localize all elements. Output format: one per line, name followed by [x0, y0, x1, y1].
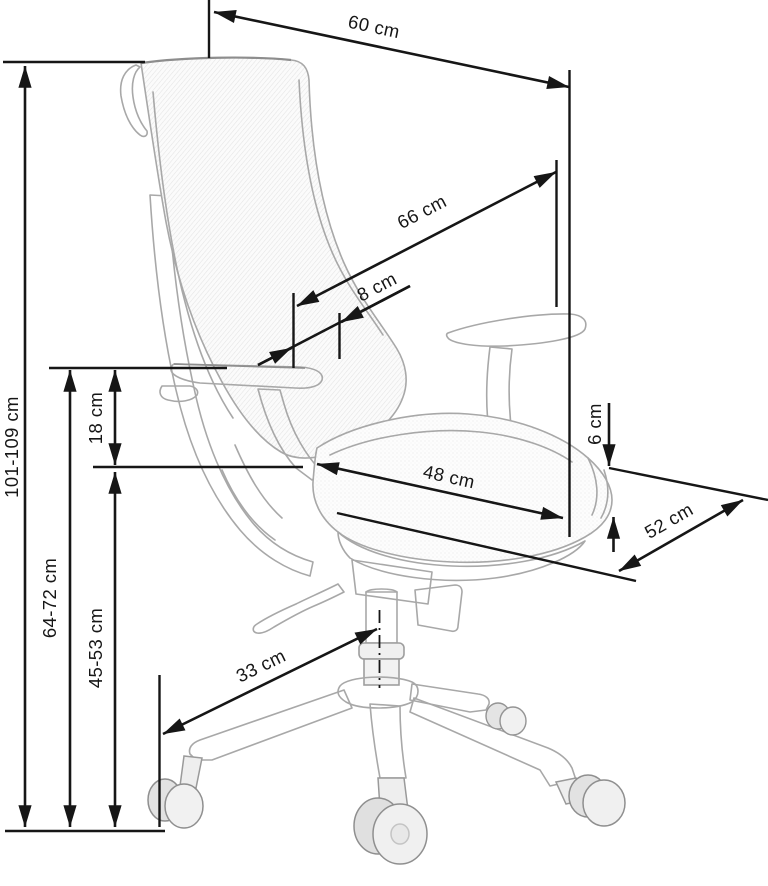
armrest-right-pad [445, 313, 587, 347]
ref-seat-plane-lower [336, 511, 637, 583]
chair-seat-front-rim [587, 457, 609, 519]
base-leg-right-back [409, 683, 490, 713]
caster-right-front [554, 774, 626, 827]
chair-backrest [140, 56, 407, 459]
dim-label-armrest-seat-height: 18 cm [85, 392, 106, 444]
dim-label-seat-floor-height: 45-53 cm [85, 608, 106, 688]
chair-lumbar-fold [234, 444, 283, 519]
gas-lift-lower [363, 658, 400, 686]
dim-label-seat-depth: 52 cm [641, 498, 697, 542]
dim-cushion-thickness: 6 cm [584, 403, 621, 552]
chair-seat-seam [329, 429, 573, 463]
chair-seat-underside [337, 531, 586, 582]
dim-armrest-seat-height: 18 cm [85, 369, 122, 466]
gas-lift-collar [358, 642, 405, 660]
ref-seat-plane-upper [608, 466, 768, 502]
dim-label-backrest-width: 60 cm [346, 11, 402, 42]
caster-right-back [485, 702, 527, 736]
armrest-left-hook [159, 385, 199, 403]
dim-label-total-depth: 66 cm [394, 190, 450, 233]
dim-seat-depth: 52 cm [618, 498, 744, 573]
base-leg-right-front [409, 697, 577, 787]
base-leg-front [369, 703, 407, 779]
dim-label-base-arm-length: 33 cm [233, 645, 289, 687]
dim-seat-floor-height: 45-53 cm [85, 471, 122, 828]
dim-total-depth: 66 cm [296, 170, 557, 308]
mechanism-box [414, 584, 463, 633]
dim-label-total-height: 101-109 cm [1, 396, 22, 498]
armrest-left-pad-seam [173, 363, 306, 369]
chair-lumbar-fold [221, 469, 276, 541]
chair-headrest-bracket [119, 64, 148, 138]
dim-label-armrest-floor-height: 64-72 cm [39, 558, 60, 638]
caster-left [147, 755, 204, 829]
chair-illustration [119, 56, 626, 865]
adjustment-lever [252, 583, 345, 634]
base-leg-left [188, 689, 353, 761]
dim-armrest-floor-height: 64-72 cm [39, 369, 77, 828]
dim-label-cushion-thickness: 6 cm [584, 403, 605, 445]
dim-total-height: 101-109 cm [1, 65, 32, 828]
seat-mechanism [351, 559, 433, 605]
caster-front [353, 777, 428, 865]
gas-lift-top [365, 588, 398, 593]
